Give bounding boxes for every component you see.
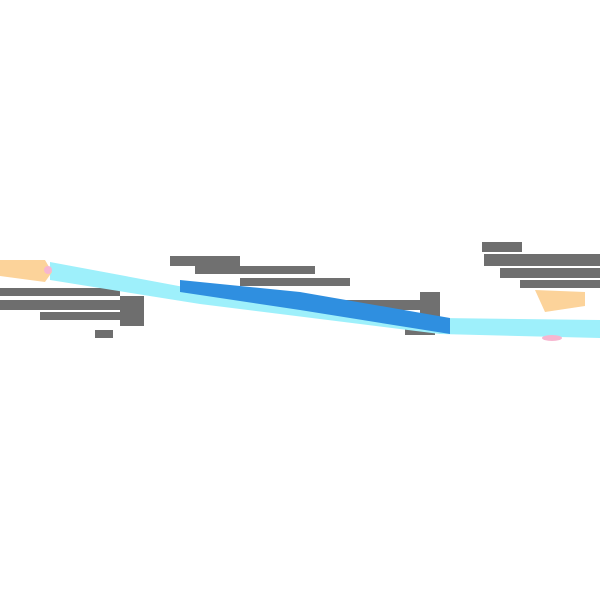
cyan-beads <box>50 262 600 338</box>
pink-bead-right <box>542 335 562 341</box>
blue-beads <box>180 280 450 334</box>
grey-chain-right <box>482 242 600 288</box>
peach-end-right <box>535 290 585 312</box>
grey-chain-left <box>0 288 144 338</box>
pink-bead-left <box>44 266 52 274</box>
peach-end-left <box>0 260 52 282</box>
